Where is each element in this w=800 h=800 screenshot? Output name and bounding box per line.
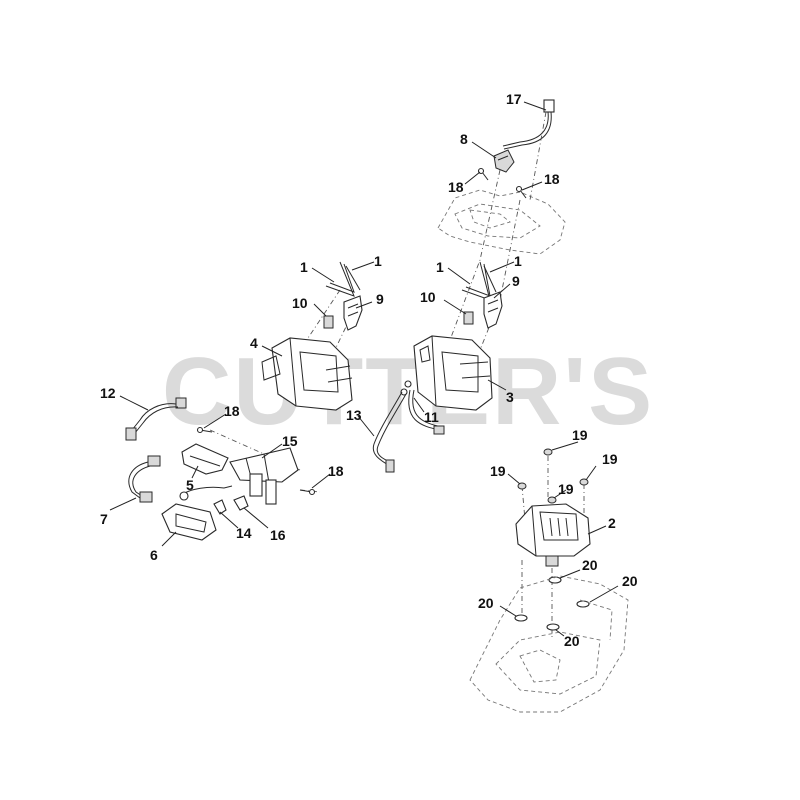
part-17-sensor-cable [502,99,555,150]
label-15: 15 [282,433,298,449]
label-18-upper-right: 18 [544,171,560,187]
part-9-bracket-right [483,291,503,329]
part-5-board [181,443,229,475]
part-labels: 17 8 18 18 1 1 1 1 9 9 10 10 4 3 12 18 1… [100,91,638,649]
screw-18-upper-right [515,185,527,199]
label-18-upper-left: 18 [448,179,464,195]
nut-19-a [543,448,553,456]
label-9-left: 9 [376,291,384,307]
label-18-middle-right: 18 [328,463,344,479]
part-1-springs-left [325,261,361,297]
label-1-a: 1 [300,259,308,275]
label-12: 12 [100,385,116,401]
screw-18-middle-left [196,426,213,434]
part-10-block-left [323,315,334,329]
part-7-cable [128,455,161,503]
washer-20-c [514,614,528,622]
label-16: 16 [270,527,286,543]
label-8: 8 [460,131,468,147]
label-7: 7 [100,511,108,527]
washer-20-a [548,576,562,584]
label-20-a: 20 [582,557,598,573]
label-20-d: 20 [564,633,580,649]
label-13: 13 [346,407,362,423]
part-6-module [161,485,233,541]
label-18-middle-left: 18 [224,403,240,419]
nut-19-c [547,496,557,504]
label-9-right: 9 [512,273,520,289]
part-11-cable [408,389,445,435]
label-1-d: 1 [514,253,522,269]
washer-20-d [546,623,560,631]
screw-18-upper-left [477,167,489,181]
label-20-c: 20 [478,595,494,611]
label-14: 14 [236,525,252,541]
nut-19-d [579,478,589,486]
label-19-c: 19 [602,451,618,467]
part-10-block-right [463,311,474,325]
part-15-control-board [229,447,299,505]
label-10-right: 10 [420,289,436,305]
label-19-b: 19 [490,463,506,479]
label-10-left: 10 [292,295,308,311]
cover-housing [437,189,566,255]
label-20-b: 20 [622,573,638,589]
part-13-cable [372,391,407,473]
nut-19-b [517,482,527,490]
label-1-b: 1 [374,253,382,269]
label-4: 4 [250,335,258,351]
label-6: 6 [150,547,158,563]
label-1-c: 1 [436,259,444,275]
label-19-a: 19 [572,427,588,443]
label-19-d: 19 [558,481,574,497]
part-9-bracket-left [343,295,363,331]
part-4-motor-housing-left [261,337,353,411]
chassis-base [469,575,629,713]
label-5: 5 [186,477,194,493]
label-11: 11 [424,409,439,425]
part-12-cable [125,397,187,441]
screw-18-middle-right [299,488,316,496]
part-8-switch [493,149,515,173]
part-14-clip [213,499,227,515]
part-16-clip [233,495,249,511]
label-3: 3 [506,389,514,405]
label-17: 17 [506,91,522,107]
part-3-motor-housing-right [400,335,493,411]
label-2: 2 [608,515,616,531]
part-2-drive-motor [515,503,591,567]
leader-lines [109,101,619,637]
